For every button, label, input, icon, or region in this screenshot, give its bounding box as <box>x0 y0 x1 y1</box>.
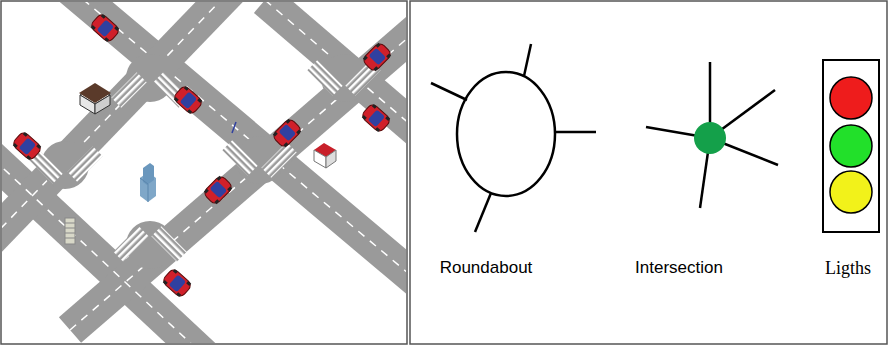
symbol-label: Intersection <box>635 258 723 278</box>
symbol-label: Roundabout <box>440 258 533 278</box>
buildings <box>65 83 336 244</box>
roundabout-symbol <box>431 44 596 232</box>
right-panel <box>410 1 887 344</box>
intersection-symbol <box>646 62 778 208</box>
crosswalks <box>27 60 380 261</box>
road-map <box>2 2 406 343</box>
cars <box>11 13 392 299</box>
symbol-label: Ligths <box>825 258 871 280</box>
traffic-light-symbol <box>823 60 879 232</box>
